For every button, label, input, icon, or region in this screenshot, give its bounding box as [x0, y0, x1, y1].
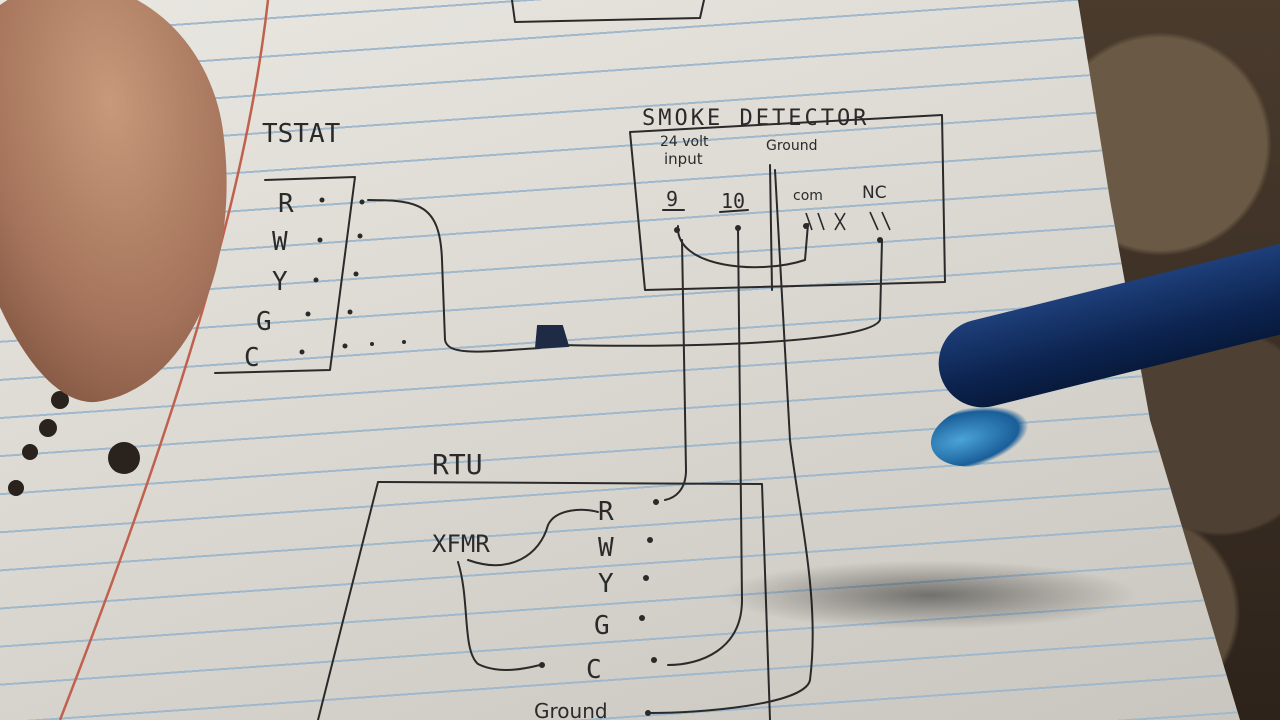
pen-shadow — [720, 560, 1140, 630]
rtu-title: RTU — [432, 448, 483, 481]
smoke-terminal-9: 9 — [666, 187, 678, 211]
tstat-terminal-y: Y — [272, 267, 288, 297]
wire-nut-icon — [534, 325, 570, 350]
wire-9-com — [676, 223, 809, 269]
tstat-terminal-g: G — [256, 307, 272, 337]
smoke-input-label-2: input — [664, 150, 703, 168]
rtu-terminal-c: C — [586, 655, 602, 685]
smoke-detector-title: SMOKE DETECTOR — [642, 106, 869, 131]
smoke-ground-label: Ground — [766, 138, 818, 154]
smoke-terminal-10: 10 — [721, 189, 745, 213]
rtu-ground-label: Ground — [534, 699, 608, 720]
tstat-terminal-r: R — [278, 189, 294, 219]
tstat-terminal-c: C — [244, 343, 260, 373]
wire-9-rtu-r — [664, 239, 687, 501]
wire-10-rtu-c — [667, 227, 743, 666]
smoke-input-label-1: 24 volt — [660, 134, 709, 150]
tstat-terminal-w: W — [272, 227, 288, 257]
smoke-nc-label: NC — [862, 183, 887, 203]
rtu-terminal-g: G — [594, 611, 610, 641]
rtu-xfmr-label: XFMR — [432, 530, 490, 558]
tstat-title: TSTAT — [262, 119, 341, 149]
rtu-terminal-y: Y — [598, 569, 614, 599]
wire-xfmr-c — [457, 561, 541, 671]
wire-ground — [649, 169, 814, 714]
rtu-box — [377, 481, 771, 720]
tstat-box — [214, 176, 356, 374]
smoke-com-label: com — [793, 188, 823, 204]
wire-tstat-r — [367, 199, 541, 353]
rtu-terminal-w: W — [598, 533, 614, 563]
wire-nc-connector — [559, 239, 883, 347]
wire-xfmr-r — [467, 508, 599, 566]
smoke-detector-box — [629, 114, 946, 291]
rtu-terminal-r: R — [598, 497, 614, 527]
